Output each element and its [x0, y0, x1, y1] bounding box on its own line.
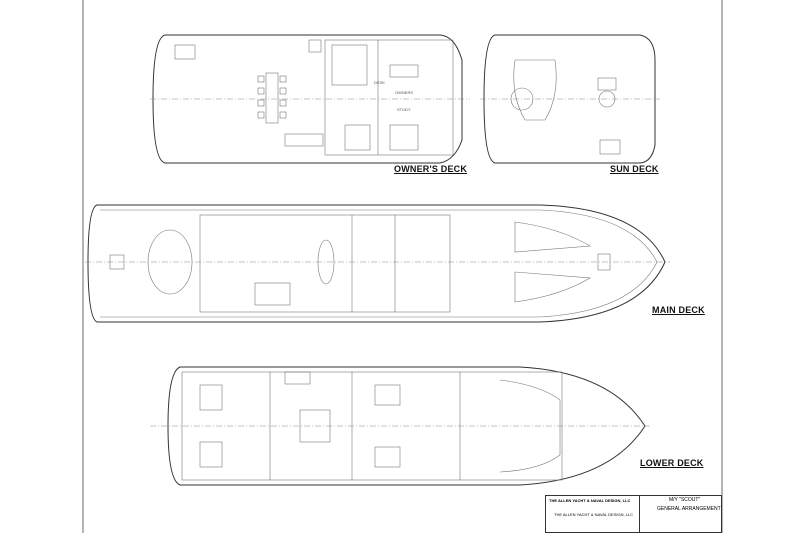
owners-room-label: OWNERS: [395, 90, 413, 95]
sun-deck-plan: [480, 34, 660, 164]
desk-label: DESK: [374, 80, 385, 85]
vessel-name: M/Y "SCOUT": [669, 497, 701, 503]
firm-name-copyright: THE ALLEN YACHT & NAVAL DESIGN, LLC: [554, 512, 634, 517]
drawing-title: GENERAL ARRANGEMENT: [657, 506, 721, 512]
lower-deck-label: LOWER DECK: [640, 458, 704, 468]
study-room-label: STUDY: [397, 107, 411, 112]
lower-deck-plan: [150, 366, 650, 486]
owners-deck-plan: [150, 34, 470, 164]
main-deck-label: MAIN DECK: [652, 305, 705, 315]
firm-name: THE ALLEN YACHT & NAVAL DESIGN, LLC: [549, 498, 631, 503]
sun-deck-label: SUN DECK: [610, 164, 659, 174]
owners-deck-label: OWNER'S DECK: [394, 164, 468, 174]
main-deck-plan: [85, 204, 670, 323]
title-block: THE ALLEN YACHT & NAVAL DESIGN, LLC THE …: [545, 495, 722, 533]
